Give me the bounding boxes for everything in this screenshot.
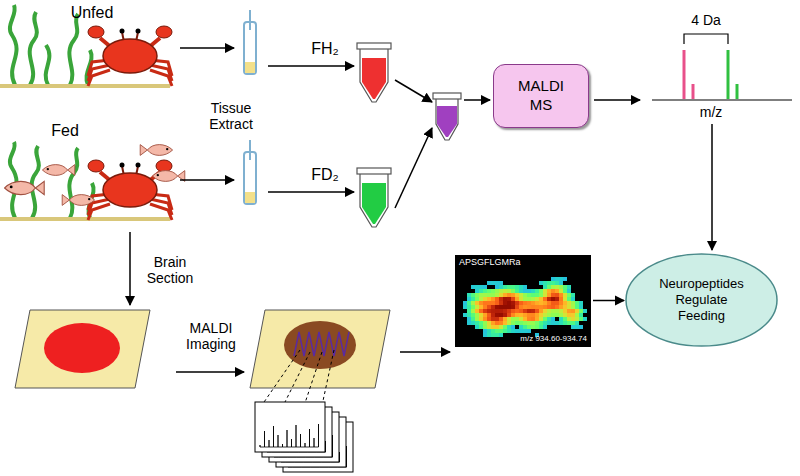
crab (88, 26, 172, 86)
mass-spectrum (652, 34, 792, 100)
seaweed (10, 142, 94, 218)
ion-image: APSGFLGMRa m/z 934.60-934.74 (455, 255, 591, 347)
text-label: FH₂ (300, 40, 350, 58)
brain-slide (15, 310, 390, 388)
ground (0, 84, 170, 88)
instrument-box: MALDI MS (493, 64, 589, 128)
fish (5, 181, 45, 194)
spectra-stack (255, 402, 353, 472)
flow-arrow (130, 48, 712, 372)
text-label: MALDI Imaging (176, 320, 246, 352)
text-label: 4 Da (680, 12, 732, 28)
fish (62, 195, 94, 206)
heatmap (455, 255, 591, 347)
fish (140, 145, 172, 156)
fish (152, 171, 184, 182)
result-ellipse: Neuropeptides Regulate Feeding (624, 252, 779, 348)
text-label: m/z (686, 104, 736, 120)
crab (88, 160, 172, 220)
text-label: FD₂ (300, 166, 350, 184)
ground (0, 217, 170, 221)
node-text: m/z 934.60-934.74 (520, 335, 587, 344)
fish (42, 165, 74, 176)
text-label: Brain Section (140, 254, 200, 286)
text-label: Tissue Extract (196, 100, 266, 132)
node-text: Neuropeptides Regulate Feeding (652, 276, 752, 325)
sample-tube (357, 43, 461, 227)
flow-arrow (593, 300, 624, 302)
node-text: MALDI MS (511, 77, 571, 115)
text-label: Fed (40, 122, 90, 140)
text-label: Unfed (62, 4, 122, 22)
node-text: APSGFLGMRa (459, 258, 521, 268)
